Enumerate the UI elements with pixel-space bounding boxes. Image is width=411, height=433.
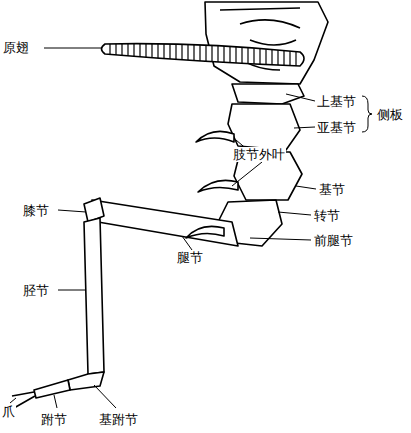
part-label: 跗节	[40, 412, 68, 427]
part-label: 侧板	[376, 107, 404, 122]
part-label: 膝节	[22, 203, 50, 218]
part-label: 肢节外叶	[232, 147, 286, 162]
part-label: 爪	[1, 404, 16, 419]
part-label: 基跗节	[98, 412, 139, 427]
part-label: 腿节	[176, 250, 204, 265]
part-label: 胫节	[22, 283, 50, 298]
part-label: 基节	[318, 182, 346, 197]
part-label: 亚基节	[316, 120, 357, 135]
part-label: 前腿节	[313, 233, 354, 248]
part-label: 转节	[313, 208, 341, 223]
part-label: 原翅	[2, 40, 30, 55]
part-label: 上基节	[316, 94, 357, 109]
